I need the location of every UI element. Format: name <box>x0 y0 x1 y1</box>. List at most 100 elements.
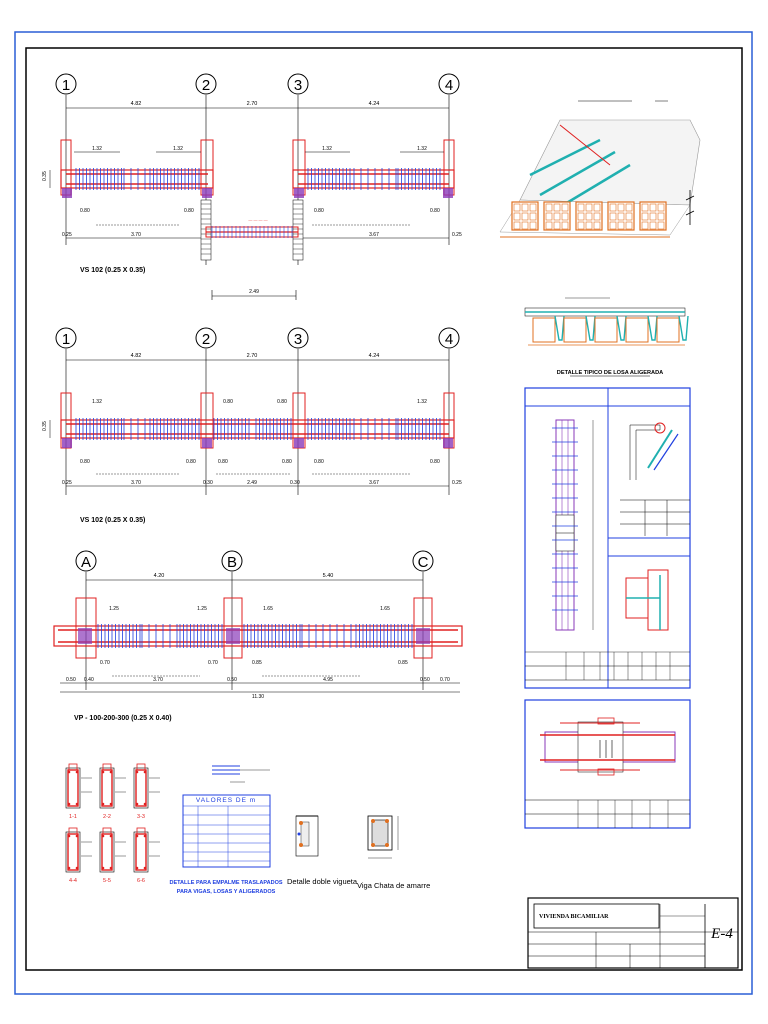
svg-text:1: 1 <box>62 77 70 94</box>
svg-text:4: 4 <box>445 77 453 94</box>
section-label: 4-4 <box>69 878 77 884</box>
svg-text:3.67: 3.67 <box>369 232 379 238</box>
section-label: 1-1 <box>69 814 77 820</box>
axis-bubble-3: 3 <box>287 73 309 95</box>
svg-text:0.35: 0.35 <box>42 421 48 431</box>
svg-text:1.25: 1.25 <box>197 606 207 612</box>
beam-title: VP - 100-200-300 (0.25 X 0.40) <box>74 715 172 722</box>
span-dim: 4.24 <box>369 101 380 107</box>
axis-bubble-1: 1 <box>55 327 77 349</box>
project-name: VIVIENDA BICAMILIAR <box>539 914 609 920</box>
double-joist-detail: Detalle doble vigueta <box>287 815 358 886</box>
title-block: VIVIENDA BICAMILIAR E-4 <box>527 897 739 969</box>
svg-text:4.20: 4.20 <box>154 573 165 579</box>
svg-text:B: B <box>227 554 237 571</box>
lap-splice-table: VALORES DE m DETALLE PARA EMPALME TRASLA… <box>169 765 283 895</box>
beam-title: VS 102 (0.25 X 0.35) <box>80 517 145 524</box>
doble-vigueta-label: Detalle doble vigueta <box>287 877 358 886</box>
brick <box>575 201 603 231</box>
svg-text:2.49: 2.49 <box>247 480 257 486</box>
svg-text:1.32: 1.32 <box>92 399 102 405</box>
svg-text:0.80: 0.80 <box>314 459 324 465</box>
brick <box>532 317 556 343</box>
section-label: 5-5 <box>103 878 111 884</box>
svg-text:0.70: 0.70 <box>208 660 218 666</box>
svg-text:0.85: 0.85 <box>252 660 262 666</box>
svg-text:2: 2 <box>202 331 210 348</box>
axis-bubble-b: B <box>221 550 243 572</box>
axis-bubble-4: 4 <box>438 73 460 95</box>
svg-text:0.70: 0.70 <box>100 660 110 666</box>
brick <box>563 317 587 343</box>
svg-text:— — — —: — — — — <box>248 217 267 222</box>
axis-bubble-c: C <box>412 550 434 572</box>
brick <box>543 201 571 231</box>
axis-bubble-2: 2 <box>195 73 217 95</box>
svg-text:1.32: 1.32 <box>417 399 427 405</box>
svg-text:1.32: 1.32 <box>417 146 427 152</box>
svg-text:0.50: 0.50 <box>66 677 76 683</box>
svg-text:0.80: 0.80 <box>184 208 194 214</box>
svg-text:0.50: 0.50 <box>227 677 237 683</box>
svg-text:2: 2 <box>202 77 210 94</box>
svg-text:1.32: 1.32 <box>322 146 332 152</box>
beam-section: 3-3 <box>133 763 160 820</box>
beam-section: 5-5 <box>99 827 126 884</box>
axis-bubble-2: 2 <box>195 327 217 349</box>
svg-text:0.25: 0.25 <box>62 232 72 238</box>
axis-bubble-3: 3 <box>287 327 309 349</box>
slab-detail-title: DETALLE TIPICO DE LOSA ALIGERADA <box>557 370 663 376</box>
svg-text:0.25: 0.25 <box>452 232 462 238</box>
svg-text:4.82: 4.82 <box>131 353 142 359</box>
svg-text:3.67: 3.67 <box>369 480 379 486</box>
beam-section: 4-4 <box>65 827 92 884</box>
svg-text:0.80: 0.80 <box>314 208 324 214</box>
svg-text:0.25: 0.25 <box>452 480 462 486</box>
valores-caption-2: PARA VIGAS, LOSAS Y ALIGERADOS <box>177 889 276 895</box>
svg-text:0.70: 0.70 <box>440 677 450 683</box>
brick <box>639 201 667 231</box>
column-details-panel <box>524 387 691 689</box>
brick <box>594 317 618 343</box>
svg-text:3.70: 3.70 <box>131 232 141 238</box>
axis-bubble-1: 1 <box>55 73 77 95</box>
beam-vp-100-200-300: A B C 4.20 5.40 1.25 1.25 1.65 1.65 0.70… <box>53 550 463 722</box>
valores-title: VALORES DE m <box>196 797 256 804</box>
svg-text:1: 1 <box>62 331 70 348</box>
sheet-number: E-4 <box>710 926 733 942</box>
svg-text:1.65: 1.65 <box>263 606 273 612</box>
svg-text:4.24: 4.24 <box>369 353 380 359</box>
svg-text:2.70: 2.70 <box>247 353 258 359</box>
svg-text:0.80: 0.80 <box>80 208 90 214</box>
svg-text:0.35: 0.35 <box>42 171 48 181</box>
svg-text:1.25: 1.25 <box>109 606 119 612</box>
svg-text:1.65: 1.65 <box>380 606 390 612</box>
beam-section: 2-2 <box>99 763 126 820</box>
svg-text:3: 3 <box>294 77 302 94</box>
slab-typical-section: DETALLE TIPICO DE LOSA ALIGERADA <box>524 297 689 377</box>
beam-vs102-top: 1 2 3 4 4.82 2.70 4.24 1.32 1.32 1.32 1.… <box>42 73 462 300</box>
svg-text:5.40: 5.40 <box>323 573 334 579</box>
svg-text:0.80: 0.80 <box>80 459 90 465</box>
svg-text:C: C <box>418 554 429 571</box>
svg-text:0.80: 0.80 <box>430 459 440 465</box>
beam-vs102-middle: 1 2 3 4 4.82 2.70 4.24 1.32 0.80 0.80 1.… <box>42 327 462 524</box>
outer-frame <box>14 31 753 995</box>
valores-caption-1: DETALLE PARA EMPALME TRASLAPADOS <box>169 880 282 886</box>
axis-bubble-a: A <box>75 550 97 572</box>
svg-text:0.30: 0.30 <box>203 480 213 486</box>
svg-text:0.30: 0.30 <box>290 480 300 486</box>
svg-text:4.95: 4.95 <box>323 677 333 683</box>
svg-text:11.30: 11.30 <box>252 694 264 700</box>
svg-text:0.80: 0.80 <box>223 399 233 405</box>
brick <box>625 317 649 343</box>
svg-text:3.70: 3.70 <box>131 480 141 486</box>
svg-text:3: 3 <box>294 331 302 348</box>
svg-text:0.80: 0.80 <box>218 459 228 465</box>
tie-beam-detail: Viga Chata de amarre <box>357 815 430 890</box>
span-dim: 2.70 <box>247 101 258 107</box>
beam-section: 1-1 <box>65 763 92 820</box>
svg-text:3.70: 3.70 <box>153 677 163 683</box>
svg-text:0.25: 0.25 <box>62 480 72 486</box>
